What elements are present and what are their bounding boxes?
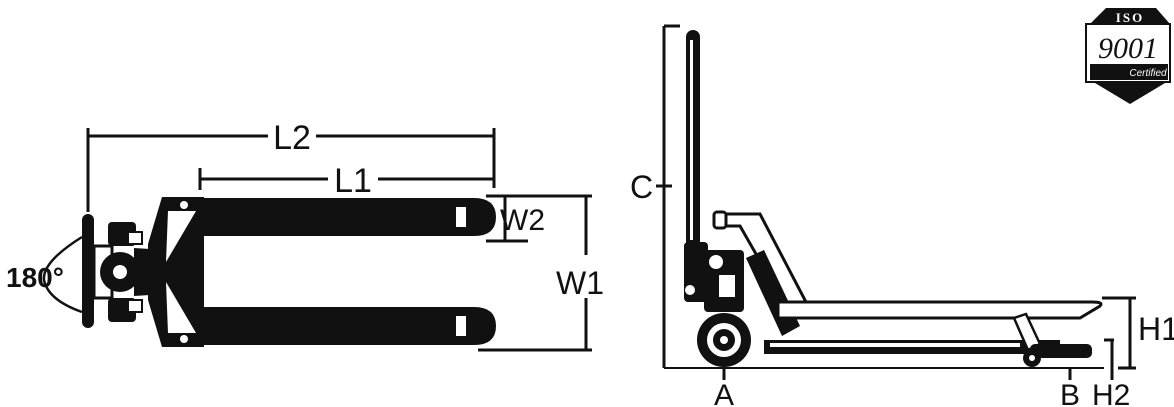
handle-bar xyxy=(82,214,94,328)
label-l2: L2 xyxy=(273,119,311,157)
side-view: C xyxy=(630,24,1174,407)
badge-sub-text: Certified xyxy=(1129,68,1167,79)
badge-top-text: ISO xyxy=(1116,10,1144,25)
label-h2: H2 xyxy=(1092,379,1130,407)
fork-lower-side xyxy=(764,340,1060,354)
dimension-h1 xyxy=(1102,296,1136,370)
pump-mechanism xyxy=(684,242,744,312)
handle xyxy=(686,30,700,280)
label-c: C xyxy=(630,169,653,205)
dimension-c xyxy=(656,24,680,368)
steer-wheel xyxy=(697,313,751,367)
top-view: L2 L1 W2 W1 180° xyxy=(6,119,604,352)
fork-lower xyxy=(204,307,496,345)
badge-number: 9001 xyxy=(1098,32,1158,65)
rotation-arc xyxy=(42,235,83,314)
label-h1: H1 xyxy=(1138,311,1174,347)
dimension-h2 xyxy=(1104,338,1114,380)
fork-upper xyxy=(204,198,496,236)
label-a: A xyxy=(714,379,734,407)
dimension-w1 xyxy=(478,194,592,352)
iso-9001-badge: ISO 9001 Certified xyxy=(1085,8,1171,104)
fork-upper-side xyxy=(776,300,1103,320)
chassis-frame xyxy=(148,197,204,347)
label-rotation: 180° xyxy=(6,262,64,293)
label-w2: W2 xyxy=(500,204,545,237)
label-b: B xyxy=(1060,379,1080,407)
load-roller xyxy=(1023,344,1092,367)
label-w1: W1 xyxy=(556,265,604,301)
label-l1: L1 xyxy=(334,162,372,200)
dimension-l1 xyxy=(198,168,494,190)
